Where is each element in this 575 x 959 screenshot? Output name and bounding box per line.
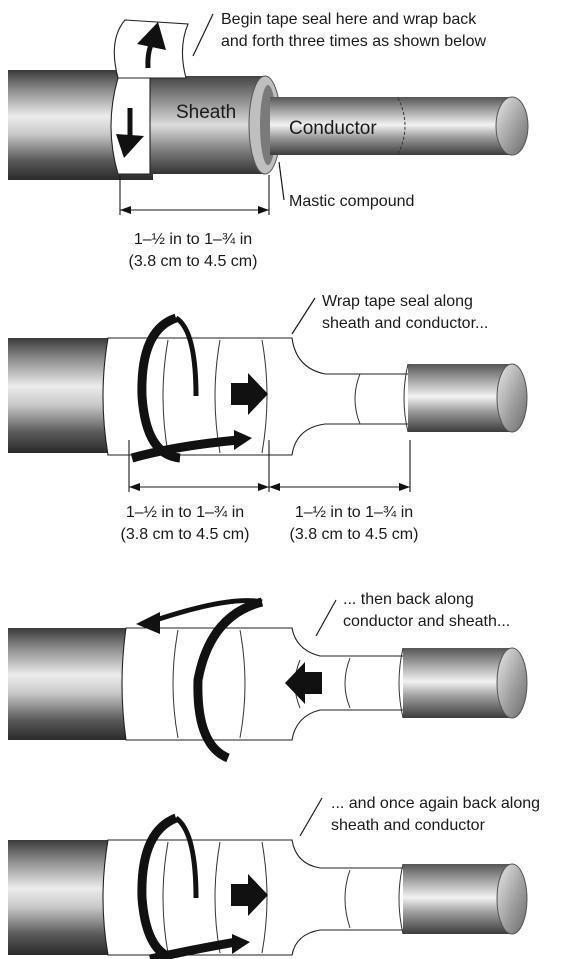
dimension-right-line-2: (3.8 cm to 4.5 cm): [290, 526, 419, 543]
dimension-line: [119, 175, 270, 215]
conductor: [270, 97, 512, 155]
arrow-right-icon: [234, 430, 252, 450]
tape-seam: [261, 339, 268, 454]
callout-line-1: ... and once again back along: [331, 795, 540, 812]
callout-leader: [192, 13, 214, 57]
tape-edge: [398, 647, 404, 719]
dimension-right-line-1: 1–½ in to 1–¾ in: [295, 504, 413, 521]
tape-seam: [239, 629, 246, 739]
tape-seam: [162, 339, 169, 454]
callout-line-2: sheath and conductor...: [322, 315, 488, 332]
cable-body: [8, 628, 126, 740]
sheath: [150, 76, 265, 174]
dim-arrow-icon: [399, 483, 410, 491]
callout-leader: [299, 797, 323, 837]
mastic-label: Mastic compound: [289, 193, 414, 210]
callout-line-1: Wrap tape seal along: [322, 293, 473, 310]
callout-line-2: conductor and sheath...: [343, 613, 510, 630]
conductor: [403, 864, 512, 934]
callout-line-1: ... then back along: [343, 591, 474, 608]
conductor: [408, 364, 512, 432]
tape-edge: [403, 363, 409, 433]
wrap-loop-top: [149, 598, 263, 625]
callout-line-2: sheath and conductor: [331, 817, 486, 834]
dimension-line-1: 1–½ in to 1–¾ in: [134, 231, 252, 248]
tape-wrap: [121, 627, 406, 741]
panel-step-2: Wrap tape seal along sheath and conducto…: [8, 293, 528, 543]
arrow-right-icon: [232, 934, 250, 954]
tape-seam: [261, 841, 268, 954]
sheath-label: Sheath: [176, 102, 236, 123]
wrap-loop-bottom: [149, 937, 237, 959]
arrow-down-icon: [116, 134, 144, 158]
dim-arrow-icon: [129, 483, 140, 491]
wrap-loop: [193, 597, 264, 763]
cable-body: [8, 840, 108, 955]
dim-arrow-left-icon: [120, 206, 131, 214]
conductor-label: Conductor: [289, 118, 377, 139]
tape-edge: [398, 863, 404, 935]
tape-seam: [172, 629, 179, 739]
panel-step-3: ... then back along conductor and sheath…: [8, 591, 528, 763]
direction-arrow-right-icon: [231, 874, 268, 916]
wrap-loop-back: [174, 315, 199, 397]
wrap-loop: [137, 813, 178, 959]
conductor-end: [495, 96, 529, 156]
dimension-line-2: (3.8 cm to 4.5 cm): [129, 253, 258, 270]
tape-seam: [354, 373, 361, 425]
tape-seam: [344, 657, 351, 709]
mastic-leader: [278, 161, 285, 201]
conductor: [403, 648, 512, 718]
dimension-left-line-2: (3.8 cm to 4.5 cm): [121, 526, 250, 543]
dim-arrow-icon: [269, 483, 280, 491]
dimension-left-line-1: 1–½ in to 1–¾ in: [126, 504, 244, 521]
callout-leader: [291, 297, 316, 335]
direction-arrow-right-icon: [231, 373, 268, 415]
callout-line-2: and forth three times as shown below: [221, 33, 486, 50]
cable-body: [8, 338, 108, 453]
arrow-up-icon: [137, 22, 166, 50]
callout-line-1: Begin tape seal here and wrap back: [221, 11, 477, 28]
conductor-end: [496, 647, 528, 719]
panel-step-4: ... and once again back along sheath and…: [8, 795, 540, 959]
tape-seam: [344, 869, 351, 929]
conductor-end: [496, 863, 528, 935]
panel-step-1: Sheath Conductor Begin tape seal here an…: [8, 11, 529, 270]
conductor-end: [496, 363, 528, 433]
wrap-loop-bottom: [130, 435, 239, 463]
arrow-left-icon: [136, 612, 160, 634]
dimension-lines: [128, 440, 411, 492]
dim-arrow-icon: [258, 483, 269, 491]
tape-seam: [162, 841, 169, 954]
wrap-loop-back: [174, 815, 199, 899]
callout-leader: [315, 599, 337, 637]
dim-arrow-right-icon: [258, 206, 269, 214]
direction-arrow-left-icon: [285, 662, 322, 704]
